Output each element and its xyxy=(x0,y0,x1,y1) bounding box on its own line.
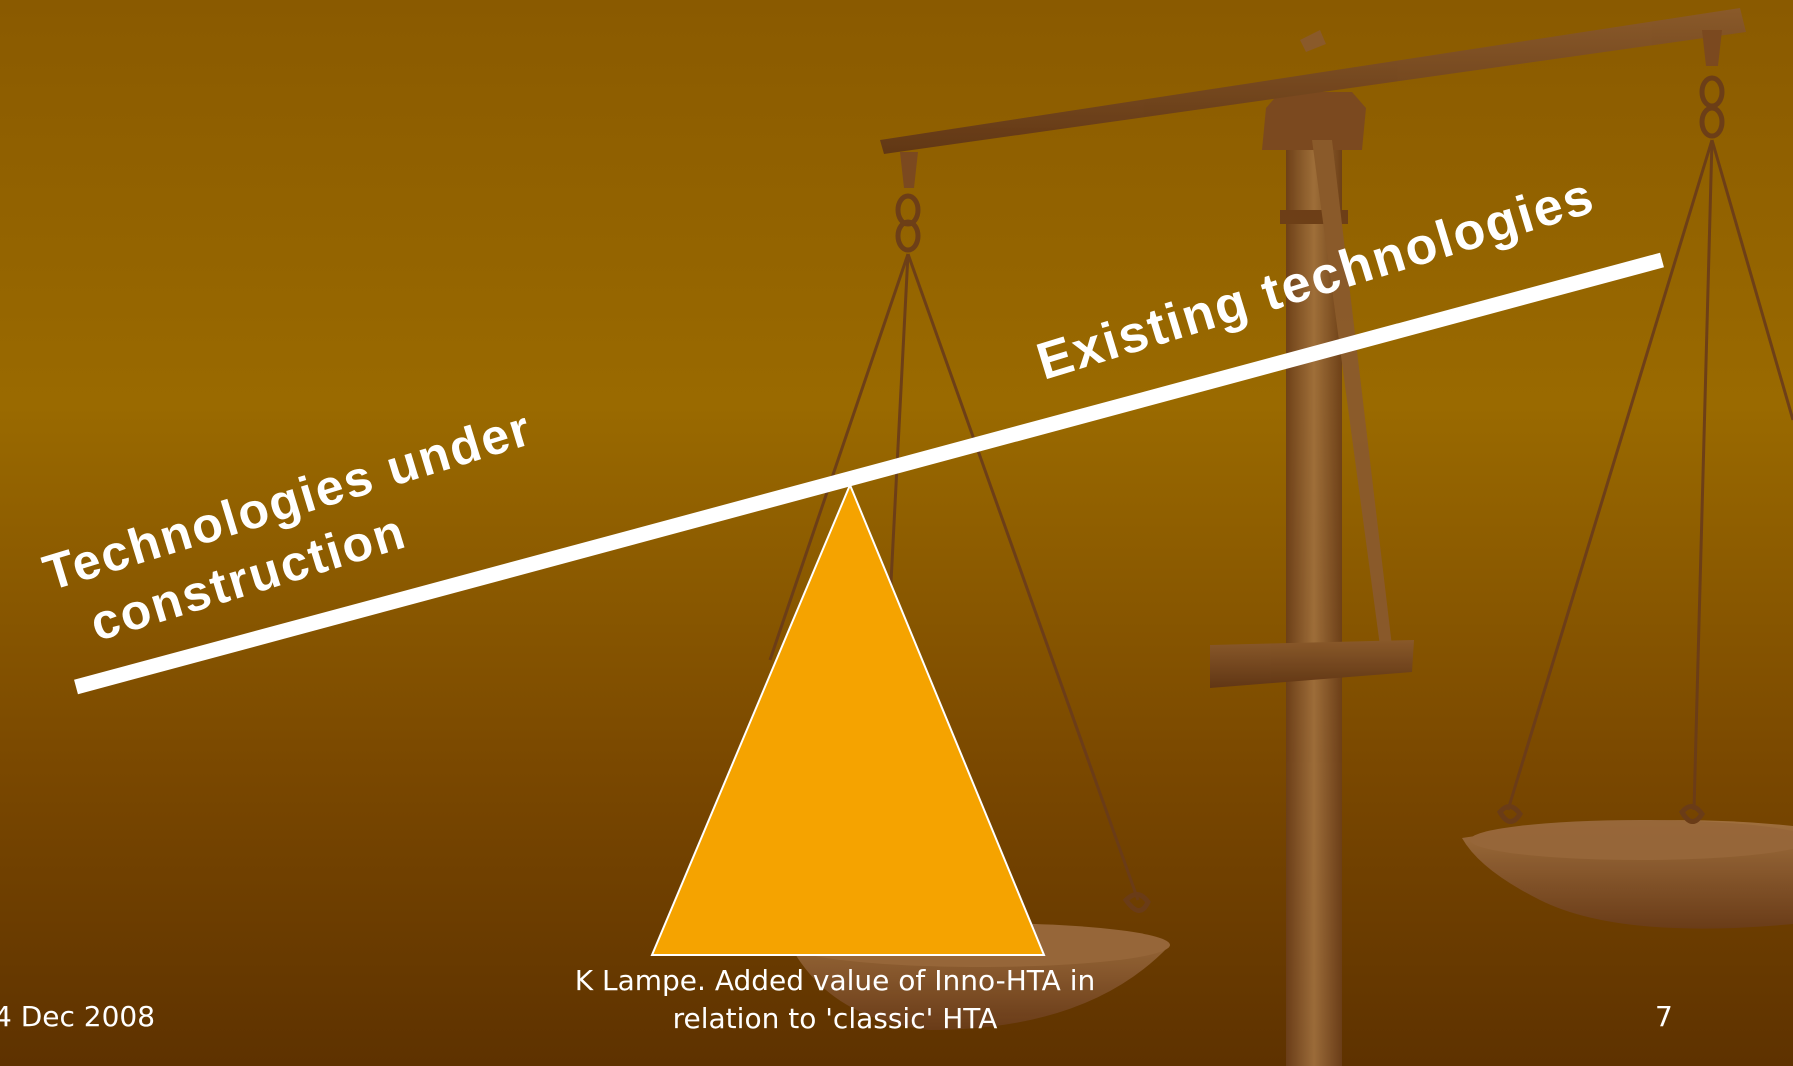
scale-post-cap xyxy=(1262,92,1366,150)
balance-plank xyxy=(74,252,1664,695)
scale-beam xyxy=(880,8,1746,154)
scale-pointer xyxy=(1312,140,1392,646)
right-hanger xyxy=(1506,30,1793,811)
footer-caption: K Lampe. Added value of Inno-HTA in rela… xyxy=(505,962,1165,1038)
scale-post xyxy=(1286,140,1342,1066)
balance-scale-illustration xyxy=(768,8,1793,1066)
fulcrum-triangle xyxy=(650,482,1046,956)
slide-page-number: 7 xyxy=(1655,1000,1673,1033)
scale-crossbar xyxy=(1210,640,1414,688)
footer-caption-line1: K Lampe. Added value of Inno-HTA in xyxy=(574,964,1096,997)
footer-date: 4 Dec 2008 xyxy=(0,1000,156,1033)
footer-caption-line2: relation to 'classic' HTA xyxy=(672,1002,998,1035)
left-hanger xyxy=(768,152,1140,901)
